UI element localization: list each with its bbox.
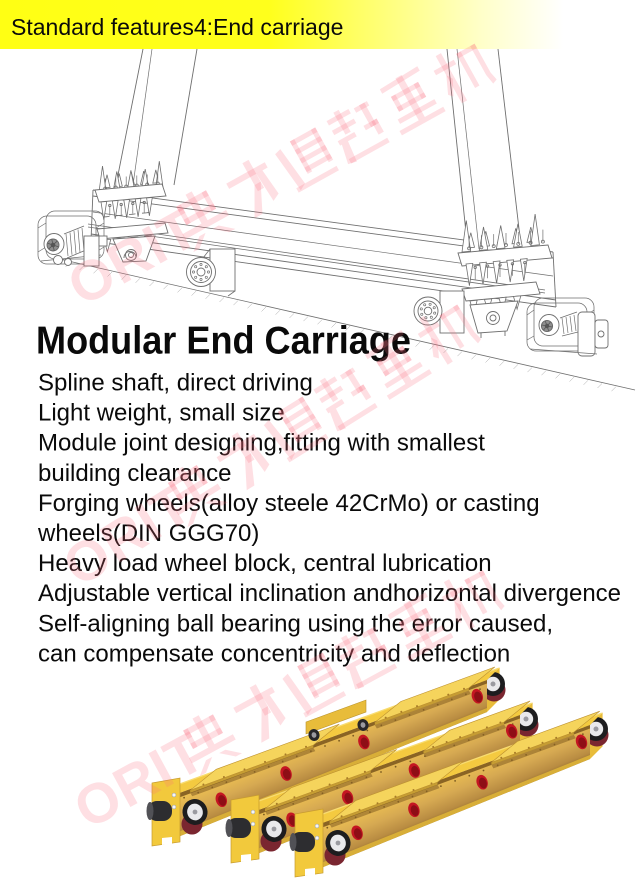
svg-text:Light weight, small size: Light weight, small size xyxy=(38,400,285,427)
svg-text:Adjustable vertical inclinatio: Adjustable vertical inclination andhoriz… xyxy=(38,580,621,607)
svg-text:Self-aligning ball bearing usi: Self-aligning ball bearing using the err… xyxy=(38,610,553,637)
svg-text:can compensate concentricity a: can compensate concentricity and deflect… xyxy=(38,640,510,667)
svg-text:Modular End Carriage: Modular End Carriage xyxy=(36,319,411,362)
svg-text:Spline shaft, direct driving: Spline shaft, direct driving xyxy=(38,370,313,397)
svg-text:Standard features4:End carriag: Standard features4:End carriage xyxy=(11,14,343,40)
svg-text:wheels(DIN GGG70): wheels(DIN GGG70) xyxy=(37,520,259,547)
svg-text:Module joint designing,fitting: Module joint designing,fitting with smal… xyxy=(38,430,485,457)
svg-text:Forging wheels(alloy steele 42: Forging wheels(alloy steele 42CrMo) or c… xyxy=(38,490,540,517)
svg-text:Heavy load wheel block, centra: Heavy load wheel block, central lubricat… xyxy=(38,550,492,577)
svg-text:building clearance: building clearance xyxy=(38,460,231,487)
